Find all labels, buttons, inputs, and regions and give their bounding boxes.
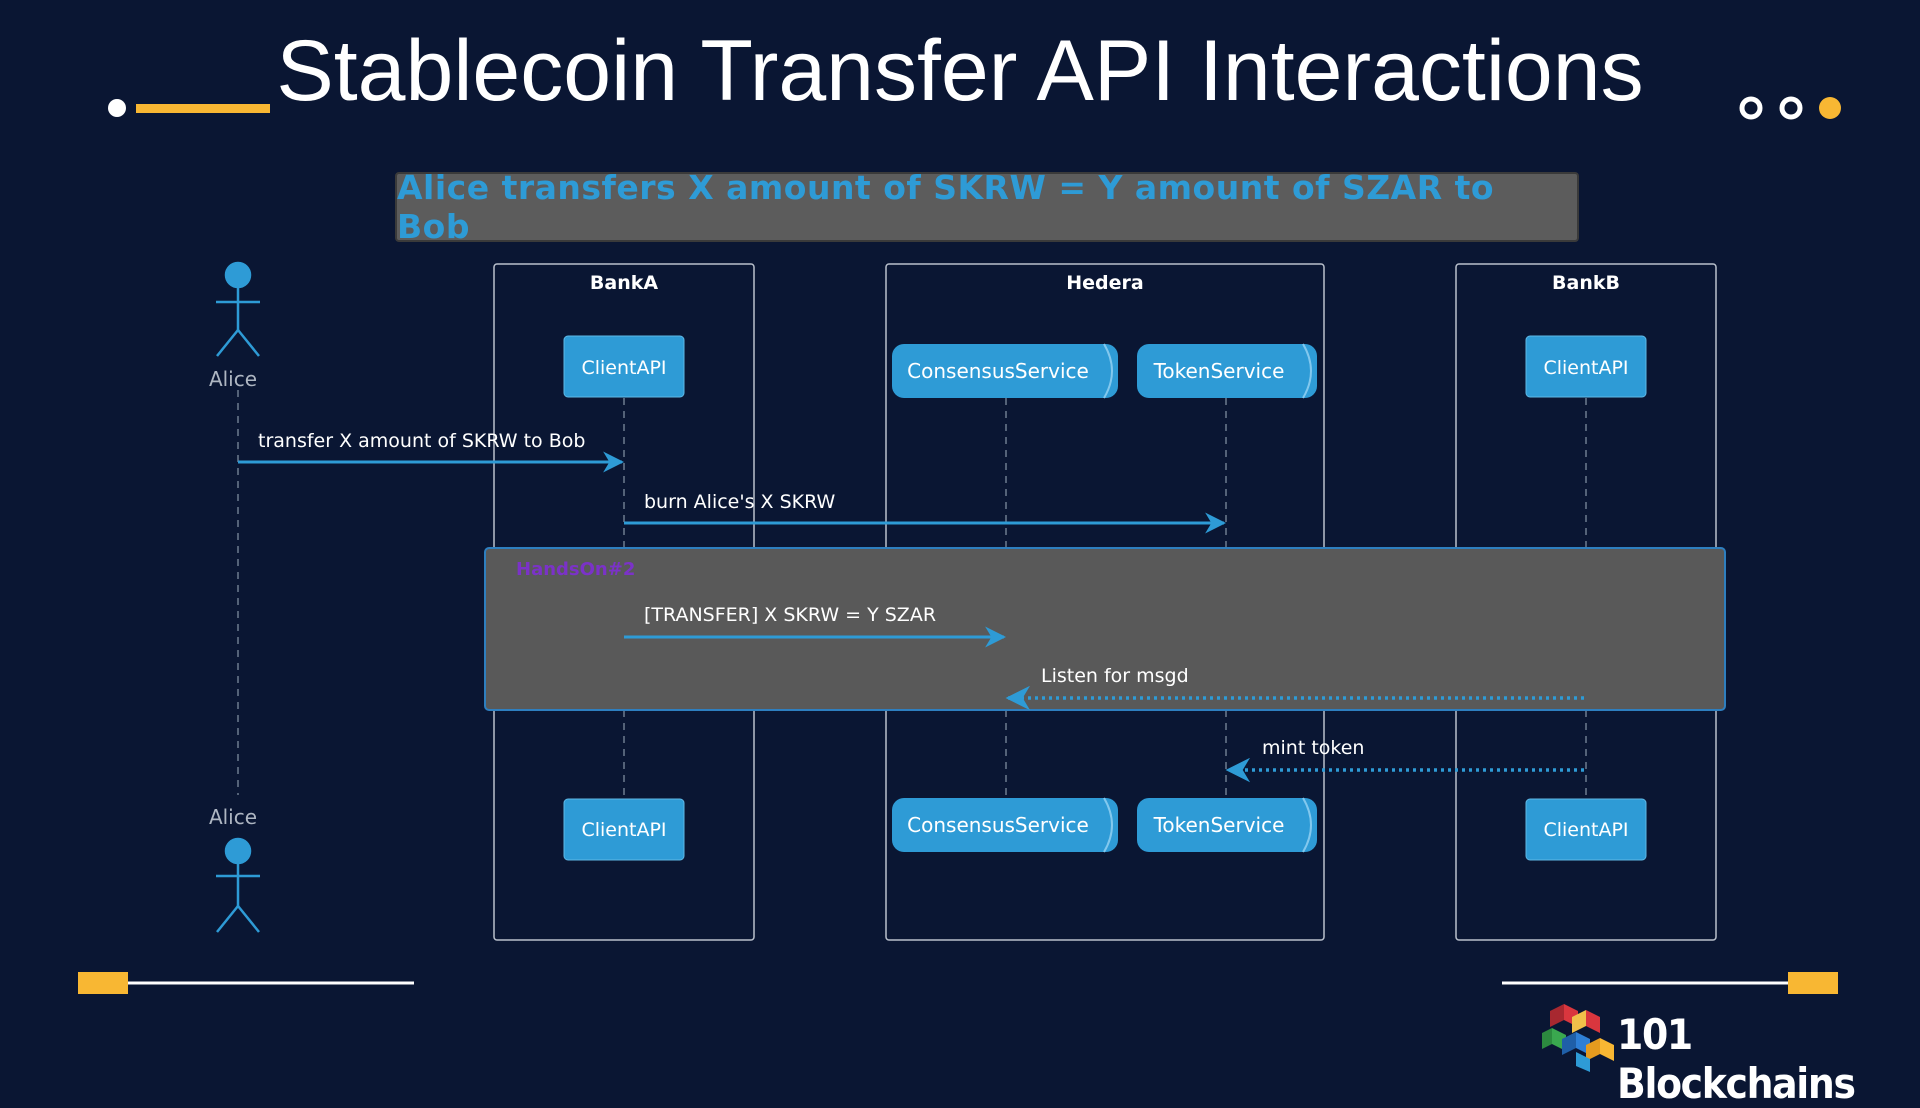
participant-consensus-top-label: ConsensusService — [907, 359, 1089, 383]
diagram-note: Alice transfers X amount of SKRW = Y amo… — [395, 168, 1579, 246]
participant-token-bottom-label: TokenService — [1153, 813, 1285, 837]
participant-token-top-label: TokenService — [1153, 359, 1285, 383]
diagram-note-text: Alice transfers X amount of SKRW = Y amo… — [397, 168, 1495, 246]
box-banka-label: BankA — [590, 272, 658, 294]
participant-consensus-bottom-label: ConsensusService — [907, 813, 1089, 837]
participant-token-top: TokenService — [1137, 343, 1317, 399]
actor-alice-top-label: Alice — [209, 367, 257, 391]
sequence-diagram: BankA Hedera BankB Alice Alice ClientAPI… — [209, 261, 1726, 941]
message-3-label: [TRANSFER] X SKRW = Y SZAR — [644, 604, 936, 626]
participant-bankb-client-top: ClientAPI — [1525, 335, 1647, 398]
accent-dot-left — [108, 99, 126, 117]
accent-bar-left — [136, 104, 270, 113]
footer-accent-right — [1788, 972, 1838, 994]
participant-banka-client-bottom-label: ClientAPI — [581, 819, 666, 841]
box-hedera-label: Hedera — [1066, 272, 1143, 294]
participant-bankb-client-top-label: ClientAPI — [1543, 357, 1628, 379]
decorative-accents — [78, 96, 1841, 994]
brand-cubes-icon — [1542, 1004, 1614, 1072]
message-1-label: transfer X amount of SKRW to Bob — [258, 430, 585, 452]
group-handson — [484, 547, 1726, 711]
accent-ring-2 — [1779, 96, 1803, 120]
participant-bankb-client-bottom: ClientAPI — [1525, 798, 1647, 861]
message-4-label: Listen for msgd — [1041, 665, 1189, 687]
message-5-label: mint token — [1262, 737, 1364, 759]
slide-title: Stablecoin Transfer API Interactions — [276, 23, 1644, 119]
actor-alice-bottom — [216, 837, 260, 933]
footer-accent-left — [78, 972, 128, 994]
actor-alice-bottom-label: Alice — [209, 805, 257, 829]
message-2-label: burn Alice's X SKRW — [644, 491, 836, 513]
accent-ring-1 — [1739, 96, 1763, 120]
participant-token-bottom: TokenService — [1137, 797, 1317, 853]
group-handson-label: HandsOn#2 — [516, 559, 635, 580]
participant-banka-client-bottom: ClientAPI — [563, 798, 685, 861]
accent-dot-right — [1819, 97, 1841, 119]
actor-alice-top — [216, 261, 260, 357]
box-bankb-label: BankB — [1552, 272, 1620, 294]
participant-consensus-bottom: ConsensusService — [892, 797, 1118, 853]
participant-bankb-client-bottom-label: ClientAPI — [1543, 819, 1628, 841]
participant-banka-client-top-label: ClientAPI — [581, 357, 666, 379]
participant-banka-client-top: ClientAPI — [563, 335, 685, 398]
participant-consensus-top: ConsensusService — [892, 343, 1118, 399]
brand-name: 101 Blockchains — [1617, 1010, 1856, 1108]
